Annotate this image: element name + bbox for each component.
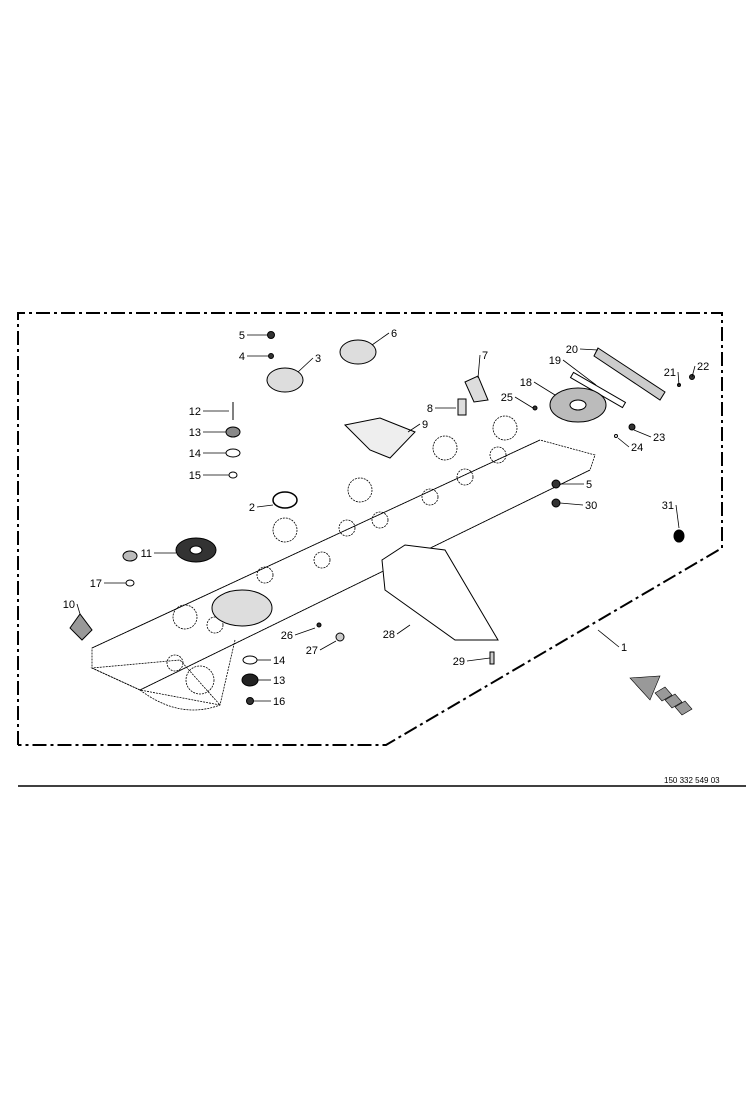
callout-31: 31 [662, 500, 674, 512]
guard-7 [464, 375, 489, 403]
callout-15: 15 [189, 470, 201, 482]
drive-gear [211, 589, 273, 627]
leader-line [256, 504, 274, 508]
spring-8 [457, 398, 467, 416]
leader-lines [76, 332, 696, 702]
callout-8: 8 [427, 403, 433, 415]
callout-6: 6 [391, 328, 397, 340]
ring-15 [228, 471, 238, 479]
callout-26: 26 [281, 630, 293, 642]
pinion [122, 550, 138, 562]
leader-line [407, 423, 421, 433]
plate-28 [381, 544, 499, 641]
callout-29: 29 [453, 656, 465, 668]
leader-line [294, 627, 316, 636]
document-number: 150 332 549 03 [664, 776, 720, 785]
callout-2: 2 [249, 502, 255, 514]
callout-4: 4 [239, 351, 245, 363]
assembly-boundary [17, 312, 723, 746]
leader-line [371, 332, 390, 346]
callout-7: 7 [482, 350, 488, 362]
callout-30: 30 [585, 500, 597, 512]
nut-23 [628, 423, 636, 431]
leader-line [533, 381, 556, 396]
leader-line [319, 640, 337, 651]
leader-line [514, 396, 534, 409]
shield-9 [343, 417, 416, 459]
callout-19: 19 [549, 355, 561, 367]
leader-line [633, 429, 652, 438]
leader-line [76, 603, 81, 615]
leader-line [466, 657, 491, 662]
callout-5: 5 [586, 479, 592, 491]
callout-1: 1 [621, 642, 627, 654]
callout-9: 9 [422, 419, 428, 431]
screw-25 [532, 405, 538, 411]
ring-17 [125, 579, 135, 587]
leader-line [562, 359, 597, 386]
bearing-housing-6 [339, 339, 377, 365]
skid-10 [69, 613, 93, 641]
callout-17: 17 [90, 578, 102, 590]
leader-line [691, 365, 696, 378]
leader-line [396, 624, 411, 635]
oring-14b [242, 655, 258, 665]
callout-24: 24 [631, 442, 643, 454]
callout-23: 23 [653, 432, 665, 444]
bearing-13 [225, 426, 241, 438]
leader-line [477, 354, 481, 379]
direction-arrow-icon [629, 675, 693, 716]
plug-27 [335, 632, 345, 642]
leader-line [559, 502, 584, 506]
cap-31 [673, 529, 685, 543]
callout-14: 14 [189, 448, 201, 460]
callout-25: 25 [501, 392, 513, 404]
callout-5: 5 [239, 330, 245, 342]
bolt-29 [489, 651, 495, 665]
nut-5 [267, 331, 275, 339]
nut-16 [246, 697, 254, 705]
callout-20: 20 [566, 344, 578, 356]
leader-line [297, 357, 314, 373]
bearing-housing-3 [266, 367, 304, 393]
callout-16: 16 [273, 696, 285, 708]
washer-30 [551, 498, 561, 508]
callout-10: 10 [63, 599, 75, 611]
nut-5b [551, 479, 561, 489]
washer-4 [268, 353, 274, 359]
leader-line [617, 437, 630, 448]
parts [69, 331, 695, 705]
cutter-bar-beam [90, 415, 596, 711]
leader-line [677, 371, 680, 386]
washer-24 [614, 434, 618, 438]
callout-12: 12 [189, 406, 201, 418]
callout-28: 28 [383, 629, 395, 641]
plate-20 [593, 347, 666, 401]
callout-22: 22 [697, 361, 709, 373]
callout-21: 21 [664, 367, 676, 379]
callout-18: 18 [520, 377, 532, 389]
callout-27: 27 [306, 645, 318, 657]
callout-13: 13 [273, 675, 285, 687]
callout-3: 3 [315, 353, 321, 365]
callout-11: 11 [141, 548, 152, 560]
bearing-13b [241, 673, 259, 687]
leader-line [579, 348, 599, 351]
washer-26 [316, 622, 322, 628]
callout-13: 13 [189, 427, 201, 439]
leader-line [675, 504, 680, 529]
leader-line [597, 629, 620, 648]
oring-14 [225, 448, 241, 458]
oring-2 [272, 491, 298, 509]
callout-14: 14 [273, 655, 285, 667]
